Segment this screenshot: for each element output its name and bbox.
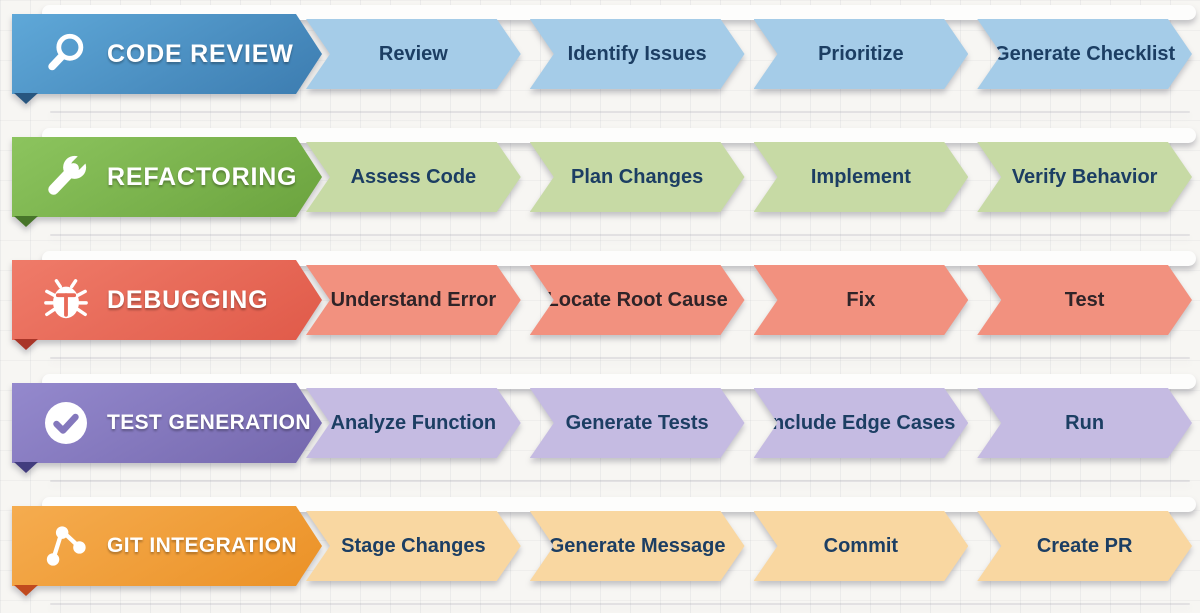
row-header: TEST GENERATION [12,383,322,473]
step-band: Analyze Function Generate Tests Include … [306,388,1192,458]
step-chevron: Generate Message [530,511,745,581]
row-header-ribbon: TEST GENERATION [12,383,322,463]
workflow-diagram: CODE REVIEW Review Identify Issues Prior… [0,5,1196,605]
row-header-ribbon: REFACTORING [12,137,322,217]
step-label: Generate Message [548,534,726,557]
step-chevron: Implement [754,142,969,212]
workflow-row-debugging: DEBUGGING Understand Error Locate Root C… [12,251,1196,359]
ribbon-fold [14,339,38,350]
step-label: Generate Checklist [994,42,1176,65]
row-title: DEBUGGING [107,285,269,314]
step-band: Understand Error Locate Root Cause Fix T… [306,265,1192,335]
step-chevron: Test [977,265,1192,335]
row-header: CODE REVIEW [12,14,322,104]
workflow-row-git-integration: GIT INTEGRATION Stage Changes Generate M… [12,497,1196,605]
step-chevron: Plan Changes [530,142,745,212]
workflow-row-test-generation: TEST GENERATION Analyze Function Generat… [12,374,1196,482]
row-header-ribbon: DEBUGGING [12,260,322,340]
row-header-ribbon: CODE REVIEW [12,14,322,94]
step-label: Implement [810,165,911,188]
step-label: Create PR [1036,534,1133,557]
step-label: Plan Changes [570,165,704,188]
step-chevron: Generate Tests [530,388,745,458]
row-header: DEBUGGING [12,260,322,350]
step-label: Stage Changes [341,534,486,557]
bug-icon [40,277,92,323]
step-band: Stage Changes Generate Message Commit Cr… [306,511,1192,581]
step-chevron: Create PR [977,511,1192,581]
step-label: Verify Behavior [1011,165,1158,188]
ribbon-fold [14,93,38,104]
step-chevron: Stage Changes [306,511,521,581]
step-label: Fix [846,288,876,311]
row-title: TEST GENERATION [107,411,311,434]
magnifier-icon [40,31,92,77]
ribbon-fold [14,216,38,227]
step-chevron: Locate Root Cause [530,265,745,335]
row-title: GIT INTEGRATION [107,534,297,557]
step-label: Include Edge Cases [766,411,956,434]
row-title: CODE REVIEW [107,39,294,68]
row-header: REFACTORING [12,137,322,227]
step-chevron: Run [977,388,1192,458]
step-label: Understand Error [330,288,497,311]
step-chevron: Analyze Function [306,388,521,458]
step-label: Identify Issues [567,42,707,65]
step-chevron: Verify Behavior [977,142,1192,212]
row-title: REFACTORING [107,162,298,191]
row-header-ribbon: GIT INTEGRATION [12,506,322,586]
step-label: Generate Tests [565,411,709,434]
step-chevron: Review [306,19,521,89]
check-circle-icon [40,399,92,447]
step-label: Locate Root Cause [546,288,728,311]
step-band: Assess Code Plan Changes Implement Verif… [306,142,1192,212]
git-branch-icon [40,523,92,569]
step-label: Test [1064,288,1105,311]
wrench-icon [40,154,92,200]
step-chevron: Prioritize [754,19,969,89]
row-header: GIT INTEGRATION [12,506,322,596]
step-chevron: Identify Issues [530,19,745,89]
step-label: Run [1065,411,1105,434]
step-label: Commit [823,534,899,557]
step-chevron: Understand Error [306,265,521,335]
step-label: Prioritize [818,42,904,65]
step-chevron: Commit [754,511,969,581]
step-label: Review [378,42,448,65]
step-label: Assess Code [350,165,477,188]
ribbon-fold [14,462,38,473]
step-chevron: Generate Checklist [977,19,1192,89]
step-chevron: Assess Code [306,142,521,212]
step-chevron: Include Edge Cases [754,388,969,458]
ribbon-fold [14,585,38,596]
step-band: Review Identify Issues Prioritize Genera… [306,19,1192,89]
workflow-row-refactoring: REFACTORING Assess Code Plan Changes Imp… [12,128,1196,236]
step-label: Analyze Function [330,411,497,434]
step-chevron: Fix [754,265,969,335]
workflow-row-code-review: CODE REVIEW Review Identify Issues Prior… [12,5,1196,113]
